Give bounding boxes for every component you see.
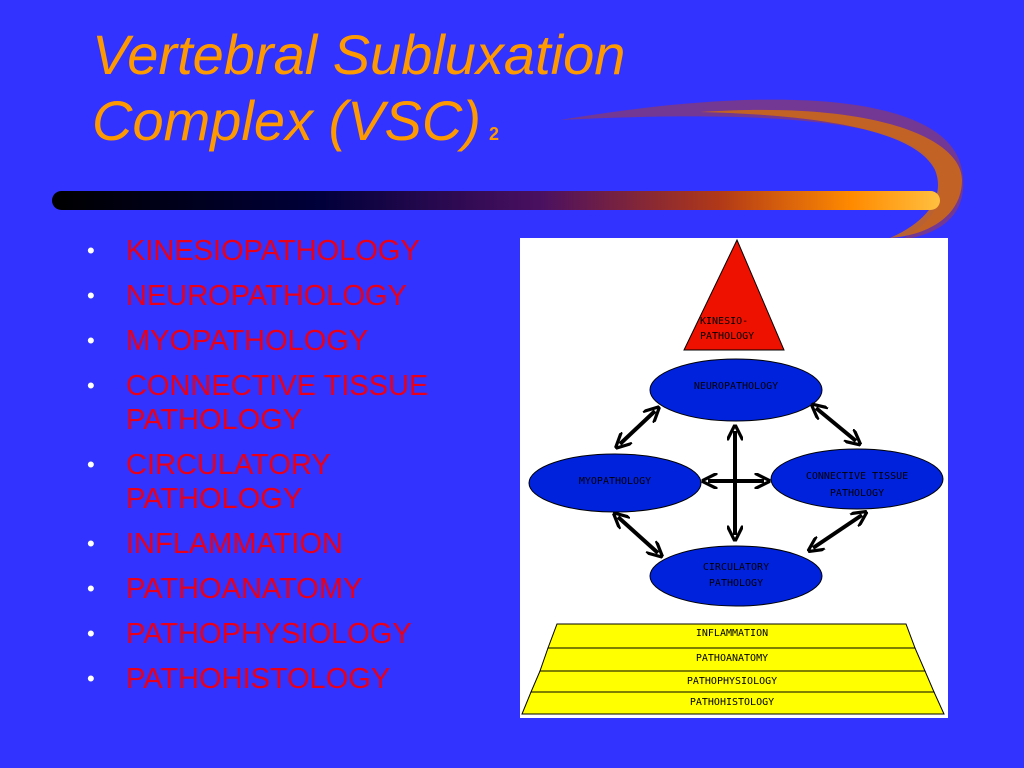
bullet-text: NEUROPATHOLOGY: [126, 280, 407, 312]
bullet-text: PATHOANATOMY: [126, 573, 363, 605]
bullet-item: • PATHOPHYSIOLOGY: [84, 617, 504, 651]
tier-pathohistology-label: PATHOHISTOLOGY: [690, 697, 774, 708]
bullet-item: • CIRCULATORY PATHOLOGY: [84, 448, 504, 516]
bullet-item: • PATHOHISTOLOGY: [84, 662, 504, 696]
title-line-1: Vertebral Subluxation: [92, 23, 626, 86]
circulatory-label-line-2: PATHOLOGY: [709, 578, 763, 589]
connective-tissue-ellipse: [770, 448, 944, 510]
bullet-item: • NEUROPATHOLOGY: [84, 279, 504, 313]
bullet-text: PATHOPHYSIOLOGY: [126, 618, 412, 650]
vsc-diagram-svg: KINESIO- PATHOLOGY NEUROPATHOLOGY MYOPAT…: [521, 238, 945, 715]
bullet-item: • INFLAMMATION: [84, 527, 504, 561]
tier-inflammation-label: INFLAMMATION: [696, 628, 768, 639]
bullet-dot-icon: •: [87, 238, 95, 263]
bullet-text: CIRCULATORY PATHOLOGY: [126, 449, 331, 515]
arrow-circulatory-connective: [813, 515, 862, 548]
bullet-item: • MYOPATHOLOGY: [84, 324, 504, 358]
slide-title: Vertebral Subluxation Complex (VSC) 2: [92, 22, 625, 167]
title-suffix: 2: [488, 124, 499, 144]
bullet-dot-icon: •: [87, 328, 95, 353]
connective-tissue-label-line-2: PATHOLOGY: [830, 488, 884, 499]
vsc-diagram: KINESIO- PATHOLOGY NEUROPATHOLOGY MYOPAT…: [520, 238, 948, 718]
bullet-item: • CONNECTIVE TISSUE PATHOLOGY: [84, 369, 504, 437]
arrow-neuro-connective: [816, 408, 856, 441]
bullet-list: • KINESIOPATHOLOGY • NEUROPATHOLOGY • MYOPA…: [84, 234, 504, 707]
bullet-text: INFLAMMATION: [126, 528, 343, 560]
title-line-2: Complex (VSC): [92, 89, 481, 152]
bullet-text: KINESIOPATHOLOGY: [126, 235, 420, 267]
tier-pathohistology: [521, 691, 945, 715]
bullet-dot-icon: •: [87, 621, 95, 646]
arrow-myo-circulatory: [618, 517, 658, 553]
bullet-dot-icon: •: [87, 283, 95, 308]
tier-pathoanatomy-label: PATHOANATOMY: [696, 653, 768, 664]
arrow-myo-neuro: [620, 411, 655, 444]
tier-pathophysiology-label: PATHOPHYSIOLOGY: [687, 676, 777, 687]
bullet-dot-icon: •: [87, 531, 95, 556]
bullet-dot-icon: •: [87, 373, 95, 398]
bullet-item: • KINESIOPATHOLOGY: [84, 234, 504, 268]
triangle-label-line-1: KINESIO-: [700, 316, 748, 327]
bullet-item: • PATHOANATOMY: [84, 572, 504, 606]
triangle-label-line-2: PATHOLOGY: [700, 331, 754, 342]
kinesiopathology-triangle: [683, 238, 785, 351]
neuropathology-label: NEUROPATHOLOGY: [694, 381, 778, 392]
neuropathology-ellipse: [649, 358, 823, 422]
myopathology-label: MYOPATHOLOGY: [579, 476, 651, 487]
bullet-text: PATHOHISTOLOGY: [126, 663, 391, 695]
bullet-text: MYOPATHOLOGY: [126, 325, 369, 357]
connective-tissue-label-line-1: CONNECTIVE TISSUE: [806, 471, 908, 482]
bullet-text: CONNECTIVE TISSUE PATHOLOGY: [126, 370, 429, 436]
bullet-dot-icon: •: [87, 666, 95, 691]
decorative-swoosh: [52, 99, 964, 240]
circulatory-ellipse: [649, 545, 823, 607]
bullet-dot-icon: •: [87, 452, 95, 477]
circulatory-label-line-1: CIRCULATORY: [703, 562, 769, 573]
bullet-dot-icon: •: [87, 576, 95, 601]
